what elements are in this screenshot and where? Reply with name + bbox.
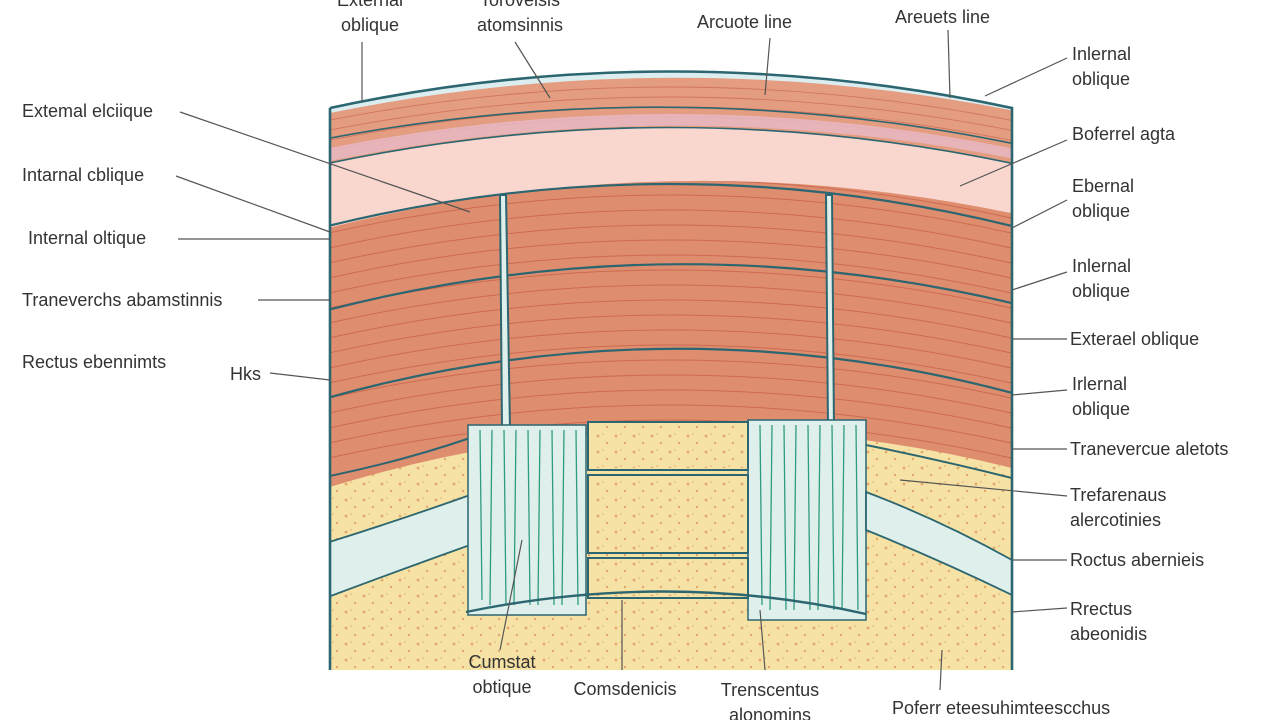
label-left-external-elbique: Extemal elciique [22, 101, 154, 121]
label-left-internal-cblique: Intarnal cblique [22, 165, 145, 185]
label-right-internal-oblique-1: Inlernal oblique [1072, 44, 1132, 89]
label-right-roctus: Roctus abernieis [1070, 550, 1205, 570]
label-bottom-cumstat: Cumstat obtique [468, 652, 536, 697]
tendon-zone-left [467, 424, 587, 616]
label-right-internal-oblique-3: Irlernal oblique [1072, 374, 1131, 419]
bottom-curve [465, 590, 867, 616]
label-right-rrectus: Rrectus abeonidis [1070, 599, 1148, 644]
label-left-hks: Hks [230, 364, 261, 384]
label-bottom-trenscentus: Trenscentus alonomins [720, 680, 820, 720]
left-fascia-line [330, 437, 471, 479]
muscle-layer [330, 165, 1012, 490]
label-right-external-oblique: Ebernal oblique [1072, 176, 1135, 221]
tendon-zone-right [747, 419, 867, 621]
label-left-traneverchs: Traneverchs abamstinnis [22, 290, 223, 310]
label-right-trefarenaus: Trefarenaus alercotinies [1070, 485, 1167, 530]
right-fascia-line [865, 444, 1012, 479]
tendon-fibers-right [759, 424, 859, 611]
fascia-layer [330, 122, 1012, 230]
inner-membrane [330, 114, 1012, 163]
fascia-lines [330, 182, 1012, 402]
label-right-transvercue: Tranevercue aletots [1070, 439, 1229, 459]
label-top-transversus: Torovelsis atomsinnis [476, 0, 564, 35]
sub-fascia-lines [330, 106, 1012, 166]
block-outline [328, 70, 1014, 670]
label-left-rectus: Rectus ebennimts [22, 352, 167, 372]
layers-group [330, 71, 1012, 670]
leader-lines [175, 29, 1068, 691]
label-top-arcuate-left: Arcuote line [697, 12, 793, 32]
label-right-exterael-oblique: Exterael oblique [1070, 329, 1200, 349]
right-tendon-band [865, 490, 1012, 597]
label-right-internal-oblique-2: Inlernal oblique [1072, 256, 1132, 301]
label-left-internal-oltique: Internal oltique [28, 228, 147, 248]
label-top-arcuate-right: Areuets line [895, 7, 991, 27]
central-fat-dots [590, 424, 746, 596]
label-bottom-poferr: Poferr eteesuhimteescchus [892, 698, 1111, 718]
label-top-external-oblique: External oblique [336, 0, 404, 35]
label-bottom-comsdenicis: Comsdenicis [573, 679, 677, 699]
label-right-boferrel-agta: Boferrel agta [1072, 124, 1176, 144]
